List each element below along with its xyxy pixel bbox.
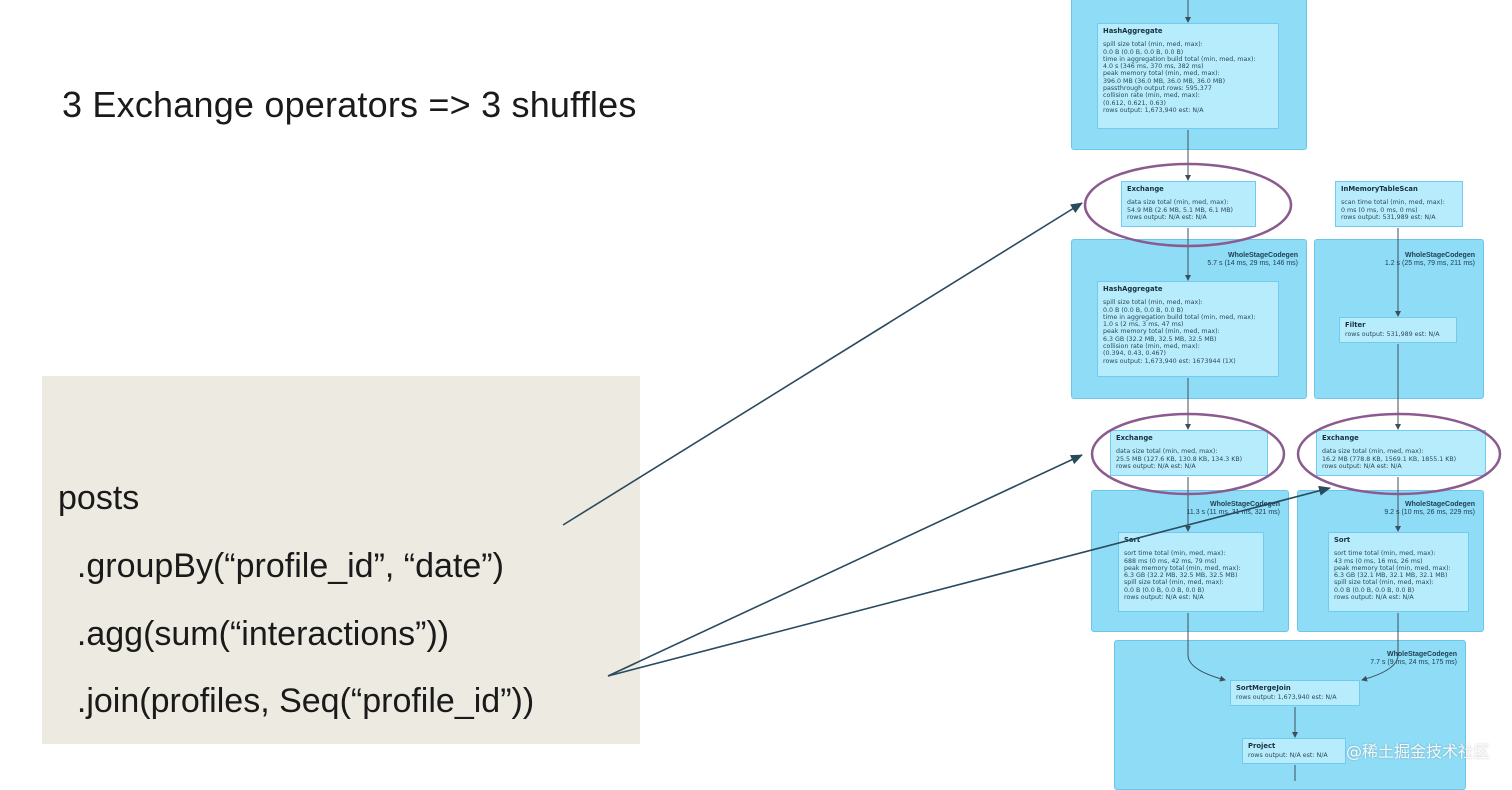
operator-metric: spill size total (min, med, max): [1334,579,1434,587]
code-line: posts [58,479,140,517]
stage-title: WholeStageCodegen [1386,651,1457,658]
annotation-arrow [607,485,1331,677]
exchange-highlight-ellipse [1083,162,1293,248]
operator-metric: rows output: N/A est: N/A [1322,462,1402,470]
operator-metric: 6.3 GB (32.2 MB, 32.5 MB, 32.5 MB) [1103,335,1217,343]
operator-metric: scan time total (min, med, max): [1341,199,1445,207]
operator-metric: rows output: N/A est: N/A [1127,213,1207,221]
operator-name: Exchange [1322,434,1359,442]
stage-title: WholeStageCodegen [1404,252,1475,259]
stage-timing: 9.2 s (10 ms, 26 ms, 229 ms) [1384,509,1475,516]
plan-edges [1185,0,1401,781]
operator-metric: data size total (min, med, max): [1322,448,1424,456]
operator-metric: rows output: N/A est: N/A [1334,594,1414,602]
operator-metric: 688 ms (0 ms, 42 ms, 79 ms) [1124,557,1217,565]
operator-metric: spill size total (min, med, max): [1103,299,1203,307]
operator-metric: 0.0 B (0.0 B, 0.0 B, 0.0 B) [1103,306,1184,314]
operator-metric: 396.0 MB (36.0 MB, 36.0 MB, 36.0 MB) [1103,77,1226,85]
operator-metric: 6.3 GB (32.1 MB, 32.1 MB, 32.1 MB) [1334,572,1448,580]
operator-metric: (0.394, 0.43, 0.467) [1103,350,1166,358]
operator-name: Exchange [1127,185,1164,193]
operator-metric: rows output: N/A est: N/A [1116,462,1196,470]
stage-title: WholeStageCodegen [1404,501,1475,508]
operator-metric: sort time total (min, med, max): [1334,550,1436,558]
stage-timing: 1.2 s (25 ms, 79 ms, 211 ms) [1384,260,1475,267]
operator-metric: rows output: 1,673,940 est: N/A [1236,694,1337,702]
operator-metric: collision rate (min, med, max): [1103,343,1200,351]
operator-project: Project rows output: N/A est: N/A [1242,738,1346,764]
operator-name: Exchange [1116,434,1153,442]
operator-metric: 4.0 s (346 ms, 370 ms, 382 ms) [1103,63,1204,71]
operator-metric: 0 ms (0 ms, 0 ms, 0 ms) [1341,206,1418,214]
code-snippet-box: posts .groupBy(“profile_id”, “date”) .ag… [42,376,640,744]
slide-headline: 3 Exchange operators => 3 shuffles [62,84,637,125]
operator-filter: Filter rows output: 531,989 est: N/A [1339,317,1457,343]
operator-metric: collision rate (min, med, max): [1103,92,1200,100]
operator-metric: rows output: N/A est: N/A [1248,752,1328,760]
annotation-arrows [562,202,1331,677]
operator-sort: Sort sort time total (min, med, max): 68… [1118,532,1264,612]
operator-inmemorytablescan: InMemoryTableScan scan time total (min, … [1335,181,1463,227]
exchange-highlight-ellipse [1296,412,1502,496]
operator-metric: rows output: 531,989 est: N/A [1345,331,1440,339]
operator-metric: sort time total (min, med, max): [1124,550,1226,558]
stage-timing: 7.7 s (9 ms, 24 ms, 175 ms) [1370,659,1457,666]
operator-exchange: Exchange data size total (min, med, max)… [1110,430,1268,476]
watermark: @稀土掘金技术社区 [1345,742,1490,761]
code-line: .agg(sum(“interactions”)) [58,615,450,653]
operator-metric: rows output: 531,989 est: N/A [1341,213,1436,221]
operator-exchange: Exchange data size total (min, med, max)… [1316,430,1486,476]
code-line: .groupBy(“profile_id”, “date”) [58,547,504,585]
plan-edge [1187,613,1226,682]
operator-metric: peak memory total (min, med, max): [1103,328,1220,336]
operator-hashaggregate: HashAggregate spill size total (min, med… [1097,281,1279,377]
operator-name: Sort [1334,536,1351,544]
operator-hashaggregate: HashAggregate spill size total (min, med… [1097,23,1279,129]
operator-metric: 6.3 GB (32.2 MB, 32.5 MB, 32.5 MB) [1124,572,1238,580]
exchange-highlight-ellipse [1090,412,1286,496]
operator-name: HashAggregate [1103,285,1163,293]
stage-title: WholeStageCodegen [1209,501,1280,508]
operator-metric: spill size total (min, med, max): [1124,579,1224,587]
annotation-arrow [562,202,1083,526]
operator-metric: rows output: 1,673,940 est: N/A [1103,106,1204,114]
stage-title: WholeStageCodegen [1227,252,1298,259]
operator-metric: time in aggregation build total (min, me… [1103,313,1256,321]
operator-metric: 1.0 s (2 ms, 3 ms, 47 ms) [1103,321,1184,329]
plan-edge [1361,613,1399,682]
operator-exchange: Exchange data size total (min, med, max)… [1121,181,1256,227]
annotation-arrow [607,454,1083,677]
operator-metric: peak memory total (min, med, max): [1334,564,1451,572]
operator-name: HashAggregate [1103,27,1163,35]
operator-name: InMemoryTableScan [1341,185,1418,193]
operator-metric: 0.0 B (0.0 B, 0.0 B, 0.0 B) [1103,48,1184,56]
operator-metric: time in aggregation build total (min, me… [1103,55,1256,63]
operator-metric: 43 ms (0 ms, 16 ms, 26 ms) [1334,557,1423,565]
operator-metric: spill size total (min, med, max): [1103,41,1203,49]
operator-metric: data size total (min, med, max): [1127,199,1229,207]
operator-name: Project [1248,742,1276,750]
operator-metric: rows output: N/A est: N/A [1124,594,1204,602]
code-line: .join(profiles, Seq(“profile_id”)) [58,682,535,720]
stage-timing: 5.7 s (14 ms, 29 ms, 146 ms) [1207,260,1298,267]
operator-metric: 54.9 MB (2.6 MB, 5.1 MB, 6.1 MB) [1127,206,1234,214]
exchange-highlights [1083,162,1502,496]
operator-metric: (0.612, 0.621, 0.63) [1103,99,1166,107]
operator-metric: 0.0 B (0.0 B, 0.0 B, 0.0 B) [1334,586,1415,594]
operator-sortmergejoin: SortMergeJoin rows output: 1,673,940 est… [1230,680,1360,706]
operator-name: SortMergeJoin [1236,684,1291,692]
operator-metric: passthrough output rows: 595,377 [1103,85,1212,93]
operator-metric: 25.5 MB (127.6 KB, 130.8 KB, 134.3 KB) [1116,455,1243,463]
operator-metric: data size total (min, med, max): [1116,448,1218,456]
operator-sort: Sort sort time total (min, med, max): 43… [1328,532,1469,612]
operator-metric: peak memory total (min, med, max): [1103,70,1220,78]
operator-metric: 16.2 MB (778.8 KB, 1569.1 KB, 1855.1 KB) [1322,455,1457,463]
operator-name: Filter [1345,321,1366,329]
operator-metric: 0.0 B (0.0 B, 0.0 B, 0.0 B) [1124,586,1205,594]
operator-metric: rows output: 1,673,940 est: 1673944 (1X) [1103,357,1236,365]
operator-metric: peak memory total (min, med, max): [1124,564,1241,572]
codegen-stage: WholeStageCodegen 7.7 s (9 ms, 24 ms, 17… [1114,640,1466,790]
